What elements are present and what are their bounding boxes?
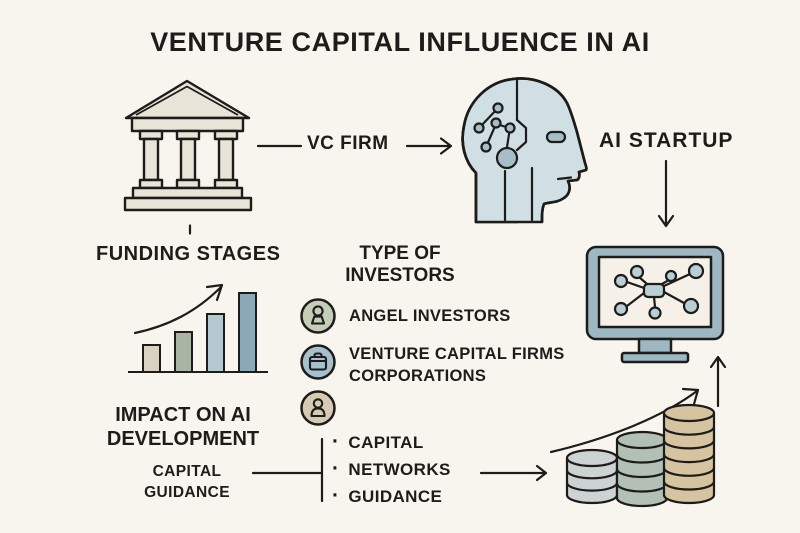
impact-to-coins-arrow [479,464,548,482]
ai-startup-label: AI STARTUP [599,129,734,152]
network-edges [625,272,692,309]
bullet-label: GUIDANCE [348,487,443,506]
funding-stages-heading: FUNDING STAGES [96,243,281,265]
angel-investor-icon [300,298,336,334]
head-mouth-line [556,176,573,181]
impact-bullet-list: · CAPITAL · NETWORKS · GUIDANCE [332,430,451,513]
impact-heading: IMPACT ON AI DEVELOPMENT [106,404,260,450]
funding-bar-chart [128,292,268,373]
bullet-dot: · [332,457,340,480]
coins-to-monitor-arrow [709,355,727,408]
list-item: · GUIDANCE [332,484,451,513]
angel-investors-label: ANGEL INVESTORS [349,307,511,325]
list-item: · NETWORKS [332,457,451,486]
vcfirm-to-head-arrow [405,137,453,155]
network-nodes [613,262,705,320]
coin-stack-tall [662,403,716,505]
head-ear-node [495,146,519,170]
bullet-label: CAPITAL [348,433,424,452]
funding-bar-1 [142,344,161,371]
capital-guidance-label: CAPITAL GUIDANCE [144,463,230,501]
coins-growth-arrow [549,387,700,454]
page-title: VENTURE CAPITAL INFLUENCE IN AI [150,27,650,57]
vc-firms-label: VENTURE CAPITAL FIRMS CORPORATIONS [349,345,565,385]
bank-building-icon [123,79,253,212]
coin-stack-medium [615,430,669,508]
vc-firm-label: VC FIRM [307,133,389,154]
bullet-label: NETWORKS [348,460,451,479]
funding-bar-3 [206,313,225,371]
impact-bracket-line [251,437,324,503]
head-eye [545,130,567,144]
coin-stacks-icon [565,403,716,508]
funding-bar-4 [238,292,257,371]
investors-heading: TYPE OF INVESTORS [345,243,455,286]
bullet-dot: · [332,430,340,453]
head-faceplate-line [515,77,528,152]
startup-down-arrow [657,159,675,228]
bullet-dot: · [332,484,340,507]
monitor-base [620,351,690,364]
ai-head-icon [461,77,588,224]
briefcase-icon [300,344,336,380]
coin-stack-small [565,448,619,505]
network-hub-node [642,282,666,299]
person-icon [300,390,336,426]
head-neck-lines [503,166,534,222]
funding-bar-2 [174,331,193,371]
monitor-neck [637,337,673,355]
funding-growth-arrow [133,283,224,335]
computer-monitor-icon [585,245,725,364]
list-item: · CAPITAL [332,430,451,459]
